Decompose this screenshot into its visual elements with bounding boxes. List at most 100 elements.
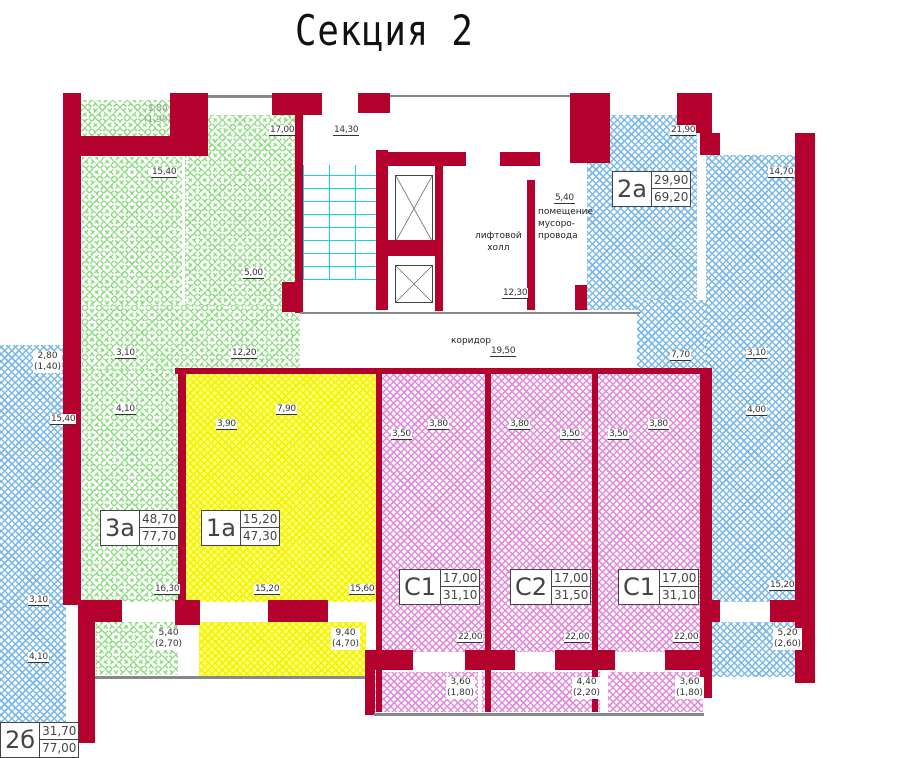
wall — [575, 285, 587, 310]
balcony-label: 5,40(2,70) — [154, 628, 184, 650]
room-area-label: 15,40 — [50, 414, 77, 425]
wall — [175, 600, 200, 625]
window-line — [95, 676, 365, 679]
balcony-label: 3,80(1,90) — [144, 104, 172, 125]
balcony-label: 2,80(1,40) — [33, 351, 63, 373]
trash-room-area: 5,40 — [554, 193, 575, 204]
room-area-label: 4,00 — [746, 405, 767, 416]
window-line — [300, 312, 640, 314]
room-area-label: 3,50 — [560, 429, 581, 440]
apartment-1a-area — [186, 372, 378, 602]
room-area-label: 3,50 — [608, 429, 629, 440]
staircase — [303, 165, 378, 280]
wall — [358, 93, 390, 113]
wall — [268, 600, 328, 622]
apartment-c2-area — [489, 372, 592, 652]
wall — [80, 600, 122, 622]
room-area-label: 5,00 — [243, 268, 264, 279]
wall — [592, 372, 598, 712]
room-area-label: 3,80 — [428, 419, 449, 430]
wall — [485, 372, 491, 712]
room-area-label: 15,20 — [254, 584, 281, 595]
room-area-label: 4,10 — [28, 652, 49, 663]
wall — [376, 372, 382, 712]
room-area-label: 16,30 — [154, 584, 181, 595]
room-area-label: 3,80 — [509, 419, 530, 430]
apartment-c1b-area — [597, 372, 700, 652]
wall — [770, 600, 810, 622]
room-area-label: 7,90 — [276, 404, 297, 415]
room-area-label: 22,00 — [457, 632, 484, 643]
wall — [555, 650, 615, 670]
corridor-label: коридор — [451, 336, 491, 346]
room-area-label: 7,70 — [670, 350, 691, 361]
wall — [570, 93, 610, 163]
room-area-label: 12,20 — [231, 348, 258, 359]
room-area-label: 22,00 — [673, 632, 700, 643]
room-area-label: 15,40 — [151, 167, 178, 178]
wall — [78, 600, 95, 743]
elevator-2 — [395, 265, 433, 303]
room-area-label: 22,00 — [564, 632, 591, 643]
wall — [376, 152, 466, 166]
room-area-label: 17,00 — [269, 125, 296, 136]
stair-area-label: 14,30 — [333, 125, 360, 136]
wall — [376, 150, 388, 310]
window-line — [374, 713, 704, 716]
room-area-label: 3,80 — [648, 419, 669, 430]
elevator-1 — [395, 175, 433, 242]
balcony-3a-top — [70, 100, 170, 136]
window-line — [208, 95, 272, 98]
balcony-label: 9,40(4,70) — [331, 628, 361, 650]
room-2a-right — [706, 155, 796, 602]
wall — [170, 93, 208, 156]
room-area-label: 3,10 — [28, 595, 49, 606]
apartment-2b-area — [0, 345, 66, 743]
wall — [500, 152, 540, 166]
wall — [665, 650, 705, 670]
wall — [175, 368, 705, 374]
balcony-label: 5,20(2,60) — [773, 628, 803, 650]
wall — [63, 93, 81, 605]
room-area-label: 3,10 — [746, 348, 767, 359]
wall — [178, 368, 186, 623]
apartment-c1a-area — [380, 372, 485, 652]
balcony-label: 3,60(1,80) — [446, 677, 476, 699]
wall — [365, 670, 375, 715]
room-area-label: 14,70 — [768, 167, 795, 178]
wall — [383, 240, 443, 256]
wall — [63, 136, 183, 156]
room-area-label: 3,90 — [216, 419, 237, 430]
wall — [435, 166, 443, 311]
room-area-label: 15,20 — [769, 580, 796, 591]
wall — [795, 133, 815, 683]
room-area-label: 3,10 — [115, 348, 136, 359]
room-area-label: 21,90 — [670, 125, 697, 136]
room-area-label: 4,10 — [115, 404, 136, 415]
room-3a-1 — [82, 157, 182, 307]
wall — [465, 650, 515, 670]
wall — [282, 282, 300, 312]
wall — [700, 368, 712, 698]
balcony-label: 3,60(1,80) — [675, 677, 705, 699]
balcony-label: 4,40(2,20) — [572, 677, 602, 699]
wall — [295, 93, 303, 313]
wall — [527, 180, 535, 310]
window-line — [390, 95, 570, 97]
wall — [700, 600, 720, 622]
wall — [700, 133, 720, 155]
hall-3a — [82, 305, 300, 373]
room-area-label: 3,50 — [391, 429, 412, 440]
corridor-area: 19,50 — [490, 346, 517, 357]
kitchen-living-2a — [587, 115, 697, 310]
section-title: Секция 2 — [295, 6, 474, 55]
